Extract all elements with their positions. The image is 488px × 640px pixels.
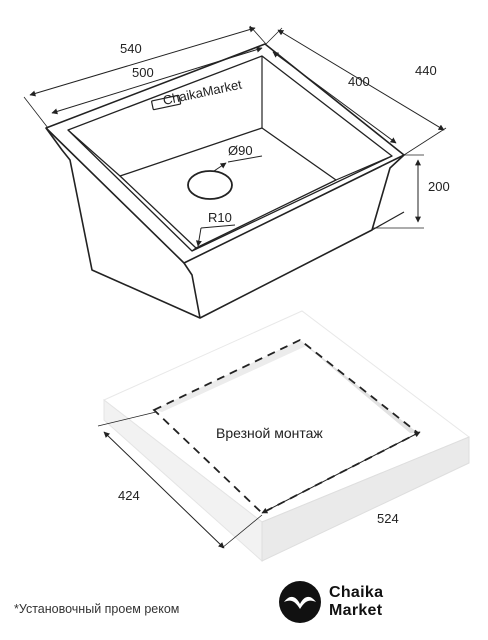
dim-200: [372, 154, 424, 229]
cutout-title: Врезной монтаж: [216, 425, 323, 441]
dim-drain-leader: [213, 155, 263, 172]
dim-400-label: 400: [348, 74, 370, 89]
dim-424: [97, 411, 263, 549]
brand-plate-text: ChaikaMarket: [162, 77, 244, 108]
footer-note: *Установочный проем реком: [14, 602, 180, 616]
brand-line-2: Market: [329, 602, 383, 619]
dim-radius-leader: [195, 224, 236, 247]
sink-outer-walls: [45, 127, 405, 319]
dim-drain-label: Ø90: [228, 143, 253, 158]
dim-500: [51, 46, 263, 115]
seagull-logo-icon: [279, 581, 321, 623]
dim-400: [272, 51, 397, 144]
dim-424-label: 424: [118, 488, 140, 503]
dim-524-label: 524: [377, 511, 399, 526]
dim-500-label: 500: [132, 65, 154, 80]
dim-524: [261, 431, 421, 514]
dim-200-label: 200: [428, 179, 450, 194]
dim-540-label: 540: [120, 41, 142, 56]
brand-logo-text: Chaika Market: [329, 584, 383, 620]
dim-440-label: 440: [415, 63, 437, 78]
drain-hole: [187, 170, 233, 200]
brand-line-1: Chaika: [329, 584, 384, 601]
dim-radius-label: R10: [208, 210, 232, 225]
dim-440: [265, 27, 447, 156]
